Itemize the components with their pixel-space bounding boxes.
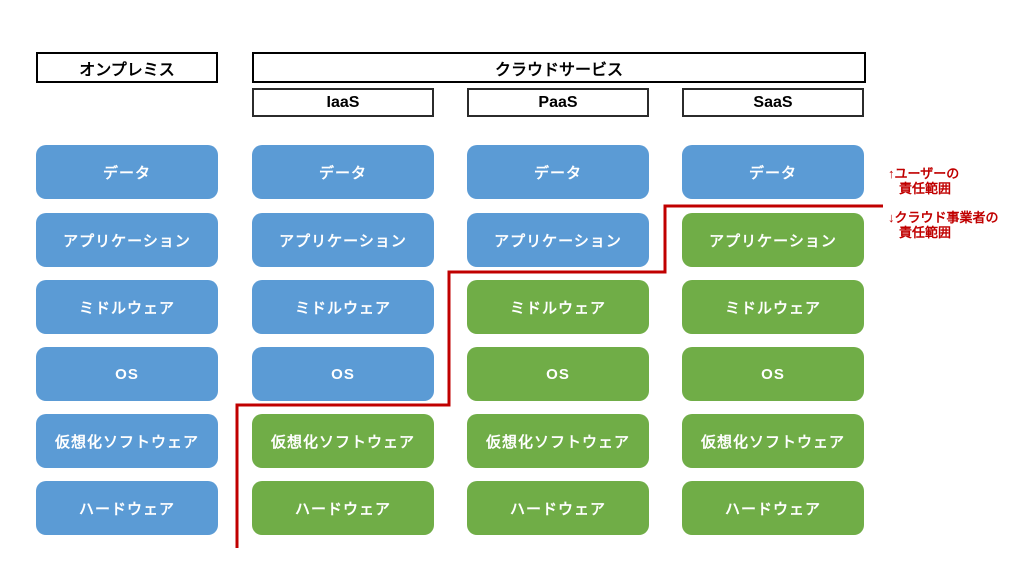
- layer-box: OS: [467, 347, 649, 401]
- layer-box: アプリケーション: [467, 213, 649, 267]
- layer-box: データ: [36, 145, 218, 199]
- layer-box: ミドルウェア: [682, 280, 864, 334]
- layer-box: ハードウェア: [252, 481, 434, 535]
- layer-box: OS: [682, 347, 864, 401]
- layer-box: 仮想化ソフトウェア: [467, 414, 649, 468]
- layer-box: OS: [36, 347, 218, 401]
- provider-scope-line1: ↓クラウド事業者の: [888, 210, 999, 225]
- layer-box: 仮想化ソフトウェア: [252, 414, 434, 468]
- layer-box: ハードウェア: [682, 481, 864, 535]
- layer-box: ハードウェア: [467, 481, 649, 535]
- service-model-header-iaas: IaaS: [252, 88, 434, 117]
- provider-scope-annotation: ↓クラウド事業者の 責任範囲: [888, 210, 999, 240]
- layer-box: アプリケーション: [252, 213, 434, 267]
- layer-box: ハードウェア: [36, 481, 218, 535]
- layer-box: 仮想化ソフトウェア: [682, 414, 864, 468]
- layer-box: アプリケーション: [682, 213, 864, 267]
- layer-box: データ: [252, 145, 434, 199]
- layer-box: データ: [467, 145, 649, 199]
- user-scope-line2: 責任範囲: [899, 181, 952, 196]
- service-model-header-saas: SaaS: [682, 88, 864, 117]
- layer-box: ミドルウェア: [252, 280, 434, 334]
- onpremise-header: オンプレミス: [36, 52, 218, 83]
- provider-scope-line2: 責任範囲: [899, 225, 952, 240]
- user-scope-annotation: ↑ユーザーの 責任範囲: [888, 166, 959, 196]
- service-model-header-paas: PaaS: [467, 88, 649, 117]
- user-scope-line1: ↑ユーザーの: [888, 166, 960, 181]
- layer-box: データ: [682, 145, 864, 199]
- layer-box: ミドルウェア: [36, 280, 218, 334]
- layer-box: OS: [252, 347, 434, 401]
- cloud-services-header: クラウドサービス: [252, 52, 866, 83]
- layer-box: アプリケーション: [36, 213, 218, 267]
- layer-box: ミドルウェア: [467, 280, 649, 334]
- layer-box: 仮想化ソフトウェア: [36, 414, 218, 468]
